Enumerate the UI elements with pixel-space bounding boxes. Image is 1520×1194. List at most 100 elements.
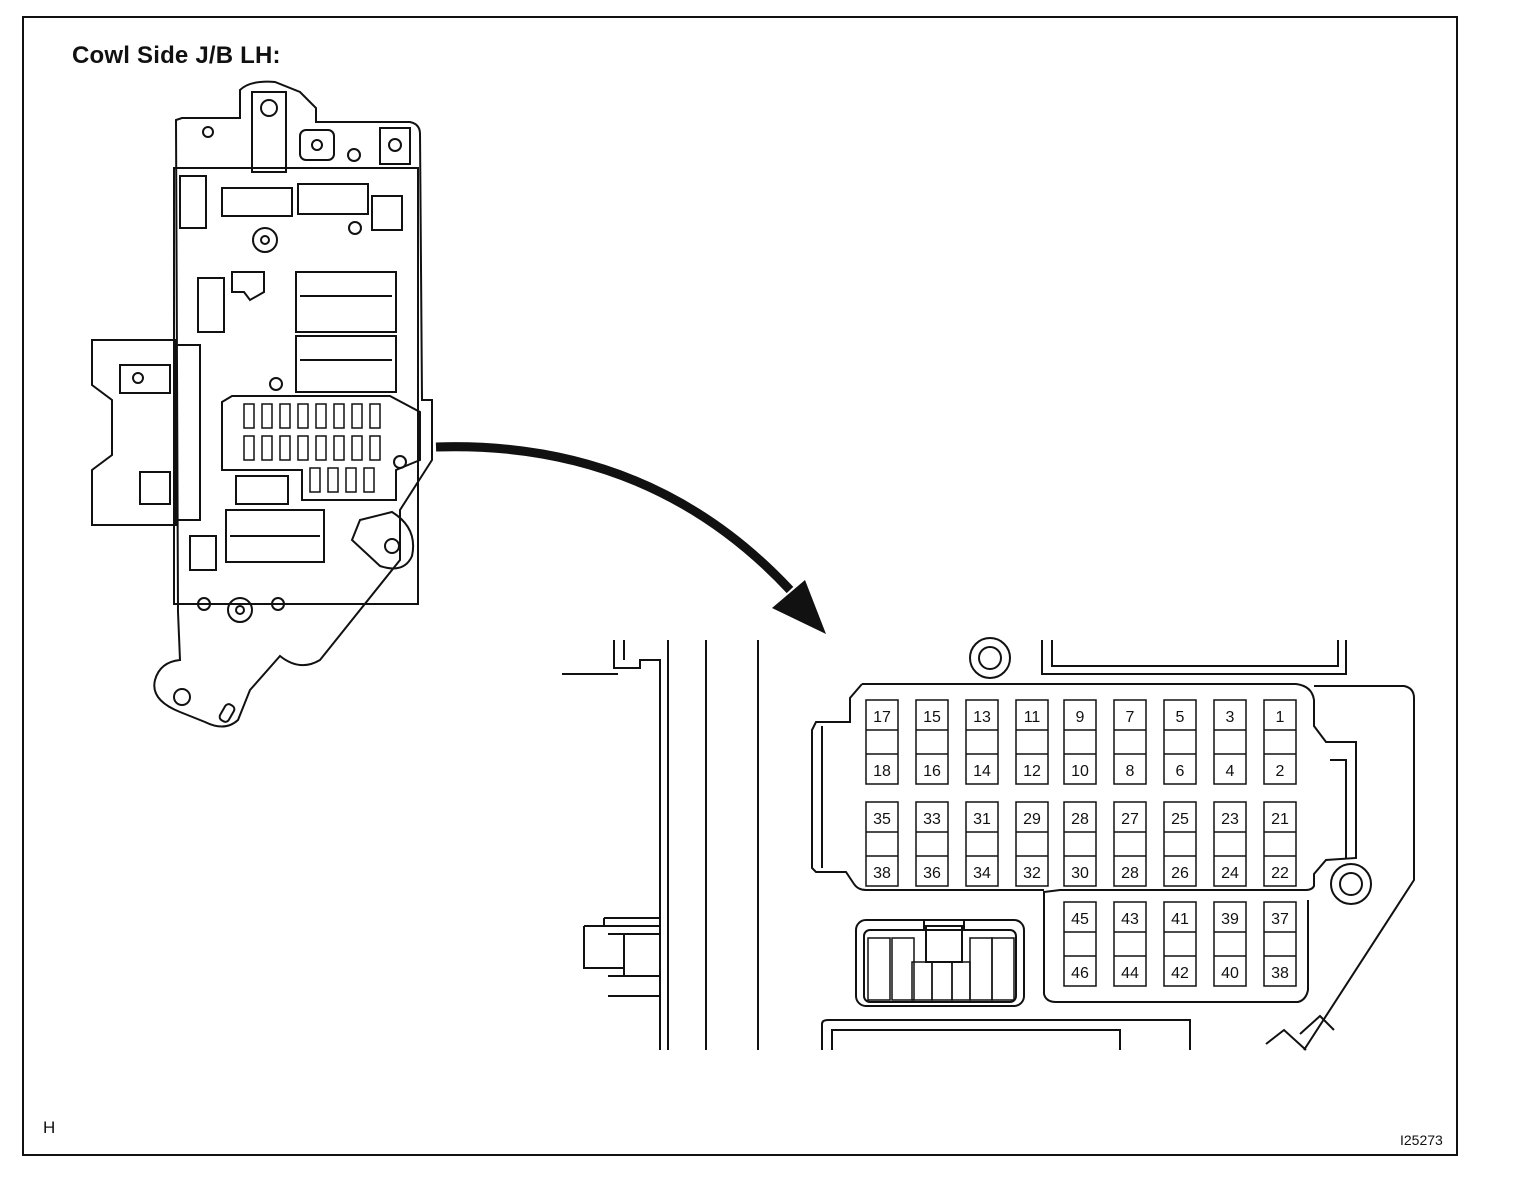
fuse-outline [1213, 801, 1247, 887]
fuse-outline [1163, 699, 1197, 785]
fuse-number-top: 3 [1226, 709, 1235, 726]
fuse-number-bottom: 34 [973, 865, 991, 882]
fuse-cell: 78 [1113, 699, 1147, 785]
fuse-number-bottom: 18 [873, 763, 891, 780]
fuse-number-top: 41 [1171, 911, 1189, 928]
fuse-number-top: 13 [973, 709, 991, 726]
fuse-outline [1263, 699, 1297, 785]
fuse-number-bottom: 22 [1271, 865, 1289, 882]
fuse-outline [915, 801, 949, 887]
figure-id: I25273 [1400, 1132, 1443, 1148]
fuse-cell: 25 26 [1163, 801, 1197, 887]
fuse-block-detail: 1718151613141112910785634123538333631342… [562, 637, 1415, 1051]
fuse-number-bottom: 12 [1023, 763, 1041, 780]
fuse-number-bottom: 30 [1071, 865, 1089, 882]
fuse-outline [965, 801, 999, 887]
fuse-outline [965, 699, 999, 785]
fuse-number-bottom: 2 [1276, 763, 1285, 780]
fuse-cell-grid: 1718151613141112910785634123538333631342… [865, 699, 1297, 987]
fuse-number-bottom: 8 [1126, 763, 1135, 780]
fuse-cell: 27 28 [1113, 801, 1147, 887]
fuse-outline [1163, 901, 1197, 987]
fuse-number-bottom: 38 [873, 865, 891, 882]
callout-arrow [435, 442, 826, 634]
corner-label: H [43, 1118, 56, 1137]
fuse-outline [1213, 901, 1247, 987]
fuse-number-bottom: 10 [1071, 763, 1089, 780]
fuse-number-top: 17 [873, 709, 891, 726]
fuse-number-bottom: 28 [1121, 865, 1139, 882]
fuse-number-bottom: 38 [1271, 965, 1289, 982]
fuse-number-bottom: 14 [973, 763, 991, 780]
fuse-number-top: 28 [1071, 811, 1089, 828]
fuse-number-bottom: 40 [1221, 965, 1239, 982]
fuse-cell: 23 24 [1213, 801, 1247, 887]
fuse-number-top: 29 [1023, 811, 1041, 828]
fuse-number-top: 7 [1126, 709, 1135, 726]
fuse-number-bottom: 16 [923, 763, 941, 780]
fuse-cell: 11 12 [1015, 699, 1049, 785]
fuse-cell: 56 [1163, 699, 1197, 785]
fuse-number-top: 33 [923, 811, 941, 828]
fuse-outline [1263, 901, 1297, 987]
fuse-cell: 39 40 [1213, 901, 1247, 987]
fuse-number-bottom: 36 [923, 865, 941, 882]
fuse-number-top: 5 [1176, 709, 1185, 726]
fuse-outline [1213, 699, 1247, 785]
fuse-cell: 9 10 [1063, 699, 1097, 785]
fuse-outline [1113, 801, 1147, 887]
fuse-number-bottom: 24 [1221, 865, 1239, 882]
fuse-outline [1263, 801, 1297, 887]
fuse-cell: 43 44 [1113, 901, 1147, 987]
fuse-outline [1015, 699, 1049, 785]
junction-block-overview [91, 80, 433, 728]
fuse-cell: 33 36 [915, 801, 949, 887]
fuse-number-top: 27 [1121, 811, 1139, 828]
fuse-number-top: 39 [1221, 911, 1239, 928]
fuse-outline [1113, 699, 1147, 785]
fuse-outline [915, 699, 949, 785]
fuse-cell: 45 46 [1063, 901, 1097, 987]
fuse-number-top: 11 [1024, 709, 1041, 726]
fuse-cell: 28 30 [1063, 801, 1097, 887]
fuse-number-top: 23 [1221, 811, 1239, 828]
fuse-outline [1163, 801, 1197, 887]
fuse-number-top: 25 [1171, 811, 1189, 828]
fuse-number-top: 15 [923, 709, 941, 726]
fuse-number-top: 45 [1071, 911, 1089, 928]
fuse-number-top: 31 [973, 811, 991, 828]
fuse-number-bottom: 6 [1176, 763, 1185, 780]
fuse-number-bottom: 32 [1023, 865, 1041, 882]
fuse-outline [865, 699, 899, 785]
fuse-number-top: 1 [1276, 709, 1285, 726]
diagram-title: Cowl Side J/B LH: [72, 42, 281, 69]
fuse-outline [1113, 901, 1147, 987]
fuse-outline [1015, 801, 1049, 887]
fuse-outline [865, 801, 899, 887]
fuse-number-bottom: 42 [1171, 965, 1189, 982]
fuse-number-bottom: 44 [1121, 965, 1139, 982]
fuse-cell: 41 42 [1163, 901, 1197, 987]
fuse-cell: 31 34 [965, 801, 999, 887]
fuse-number-bottom: 4 [1226, 763, 1235, 780]
fuse-number-top: 37 [1271, 911, 1289, 928]
fuse-cell: 12 [1263, 699, 1297, 785]
fuse-outline [1063, 901, 1097, 987]
fuse-number-top: 9 [1076, 709, 1085, 726]
fuse-number-top: 35 [873, 811, 891, 828]
fuse-cell: 29 32 [1015, 801, 1049, 887]
fuse-cell: 37 38 [1263, 901, 1297, 987]
fuse-cell: 34 [1213, 699, 1247, 785]
diagram-frame [22, 16, 1458, 1156]
fuse-outline [1063, 801, 1097, 887]
fuse-cell: 13 14 [965, 699, 999, 785]
fuse-outline [1063, 699, 1097, 785]
fuse-number-top: 21 [1271, 811, 1289, 828]
fuse-cell: 35 38 [865, 801, 899, 887]
fuse-number-top: 43 [1121, 911, 1139, 928]
fuse-cell: 21 22 [1263, 801, 1297, 887]
fuse-number-bottom: 26 [1171, 865, 1189, 882]
fuse-number-bottom: 46 [1071, 965, 1089, 982]
